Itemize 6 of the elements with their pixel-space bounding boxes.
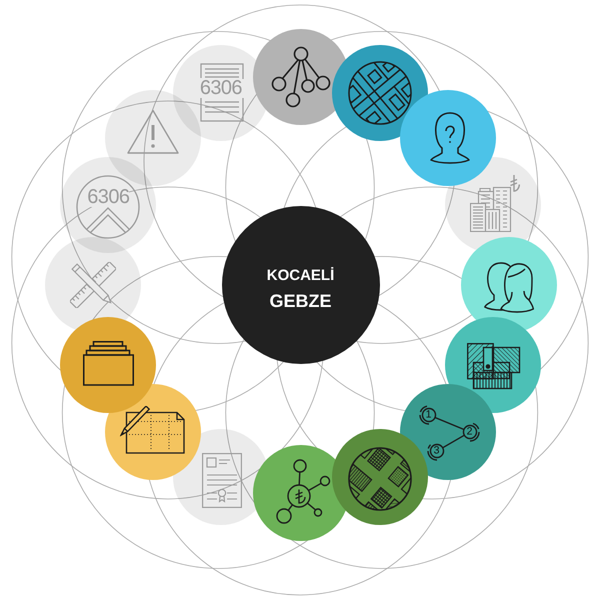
step-number: 1 bbox=[426, 408, 432, 422]
step-number: 2 bbox=[466, 426, 472, 439]
step-number: 3 bbox=[434, 444, 440, 458]
province-name: KOCAELİ bbox=[266, 267, 334, 285]
number-label: 6306 bbox=[87, 186, 130, 207]
district-name: GEBZE bbox=[270, 290, 332, 312]
